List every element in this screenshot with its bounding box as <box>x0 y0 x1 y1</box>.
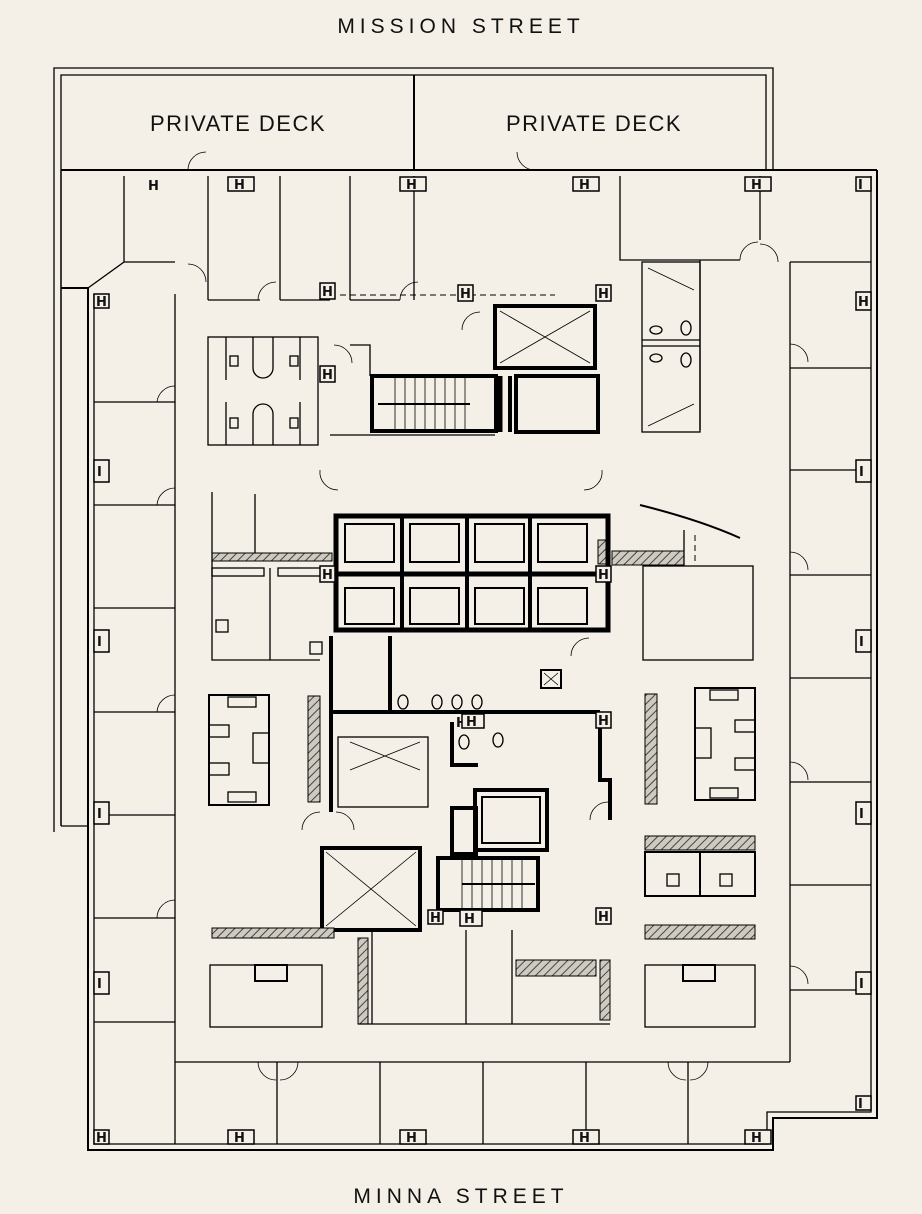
svg-text:I: I <box>859 635 864 650</box>
ramp-ne <box>611 504 754 661</box>
svg-text:H: H <box>579 178 590 193</box>
svg-text:H: H <box>751 1131 762 1146</box>
workstation-cluster-sw <box>209 927 335 1028</box>
column-icon: H <box>319 282 336 300</box>
svg-text:H: H <box>858 295 869 310</box>
column-icon: I <box>855 629 872 653</box>
offices-west-core <box>211 492 331 661</box>
svg-text:H: H <box>322 368 333 383</box>
elevator-car-6 <box>409 587 460 625</box>
restrooms-ne <box>641 261 701 433</box>
column-icon: H <box>319 365 336 383</box>
deck-label-east: PRIVATE DECK <box>506 111 682 136</box>
column-icon: I <box>855 459 872 483</box>
column-icon: I <box>93 459 110 483</box>
svg-text:H: H <box>598 287 609 302</box>
svg-text:H: H <box>598 714 609 729</box>
svg-text:H: H <box>148 179 159 194</box>
svg-text:H: H <box>96 295 107 310</box>
column-icon: H <box>595 907 612 925</box>
svg-text:H: H <box>406 178 417 193</box>
column-icon: H <box>93 1129 110 1146</box>
column-icon: H <box>319 565 336 583</box>
column-icon: H <box>399 176 427 193</box>
svg-text:H: H <box>234 178 245 193</box>
column-icon: H <box>572 176 600 193</box>
north-core <box>330 304 600 436</box>
svg-text:I: I <box>97 635 102 650</box>
column-icon: I <box>93 971 110 995</box>
elevator-car-2 <box>409 523 460 563</box>
column-icon: H <box>595 565 612 583</box>
column-icon: H <box>457 284 474 302</box>
central-core <box>307 636 612 1025</box>
svg-text:H: H <box>579 1131 590 1146</box>
elevator-car-4 <box>537 523 588 563</box>
elevator-car-3 <box>474 523 525 563</box>
svg-text:H: H <box>322 285 333 300</box>
svg-text:I: I <box>858 1097 863 1112</box>
column-icon: I <box>855 801 872 825</box>
column-icon: H <box>744 1129 772 1146</box>
svg-text:H: H <box>322 568 333 583</box>
workstation-cluster-nw <box>207 336 319 446</box>
svg-text:H: H <box>464 912 475 927</box>
column-icon: H <box>744 176 772 193</box>
elevator-car-1 <box>344 523 395 563</box>
street-label-south: MINNA STREET <box>353 1185 569 1208</box>
column-icon: H <box>399 1129 427 1146</box>
column-icon: H <box>595 284 612 302</box>
svg-text:I: I <box>97 465 102 480</box>
workstation-cluster-se <box>644 835 756 1028</box>
svg-text:H: H <box>96 1131 107 1146</box>
column-icon: I <box>855 176 872 193</box>
svg-text:I: I <box>97 977 102 992</box>
svg-text:H: H <box>598 910 609 925</box>
column-icon: H <box>227 1129 255 1146</box>
offices-north <box>87 176 871 430</box>
elevator-car-5 <box>344 587 395 625</box>
column-icon: I <box>93 801 110 825</box>
door-swings <box>156 151 809 1081</box>
svg-text:H: H <box>234 1131 245 1146</box>
column-icon: H <box>93 293 110 310</box>
svg-text:I: I <box>97 807 102 822</box>
column-icon: H <box>572 1129 600 1146</box>
workstation-cluster-west <box>208 694 270 806</box>
offices-east <box>789 262 871 1062</box>
street-label-north: MISSION STREET <box>337 15 585 38</box>
workstation-cluster-east <box>644 687 756 805</box>
column-icon: H <box>855 291 872 311</box>
svg-text:H: H <box>466 715 477 730</box>
deck-label-west: PRIVATE DECK <box>150 111 326 136</box>
offices-south <box>174 1061 790 1144</box>
svg-text:I: I <box>859 977 864 992</box>
column-icon: I <box>93 629 110 653</box>
column-icon: H <box>148 179 159 194</box>
svg-text:H: H <box>460 287 471 302</box>
column-icon: H <box>227 176 255 193</box>
svg-text:I: I <box>858 178 863 193</box>
column-icon: H <box>459 909 483 927</box>
column-icon: H <box>461 713 485 730</box>
column-icon: H <box>427 909 444 926</box>
elevator-car-7 <box>474 587 525 625</box>
svg-text:H: H <box>430 911 441 926</box>
elevator-bank <box>211 513 611 633</box>
elevator-car-8 <box>537 587 588 625</box>
svg-text:H: H <box>751 178 762 193</box>
structural-columns: H H H H H I H H I I I I I I I I I H H H … <box>93 176 872 1146</box>
column-icon: H <box>595 711 612 729</box>
svg-text:H: H <box>406 1131 417 1146</box>
column-icon: I <box>855 971 872 995</box>
svg-text:H: H <box>598 568 609 583</box>
svg-text:I: I <box>859 465 864 480</box>
svg-text:I: I <box>859 807 864 822</box>
offices-west <box>94 294 176 1062</box>
column-icon: I <box>855 1095 872 1112</box>
